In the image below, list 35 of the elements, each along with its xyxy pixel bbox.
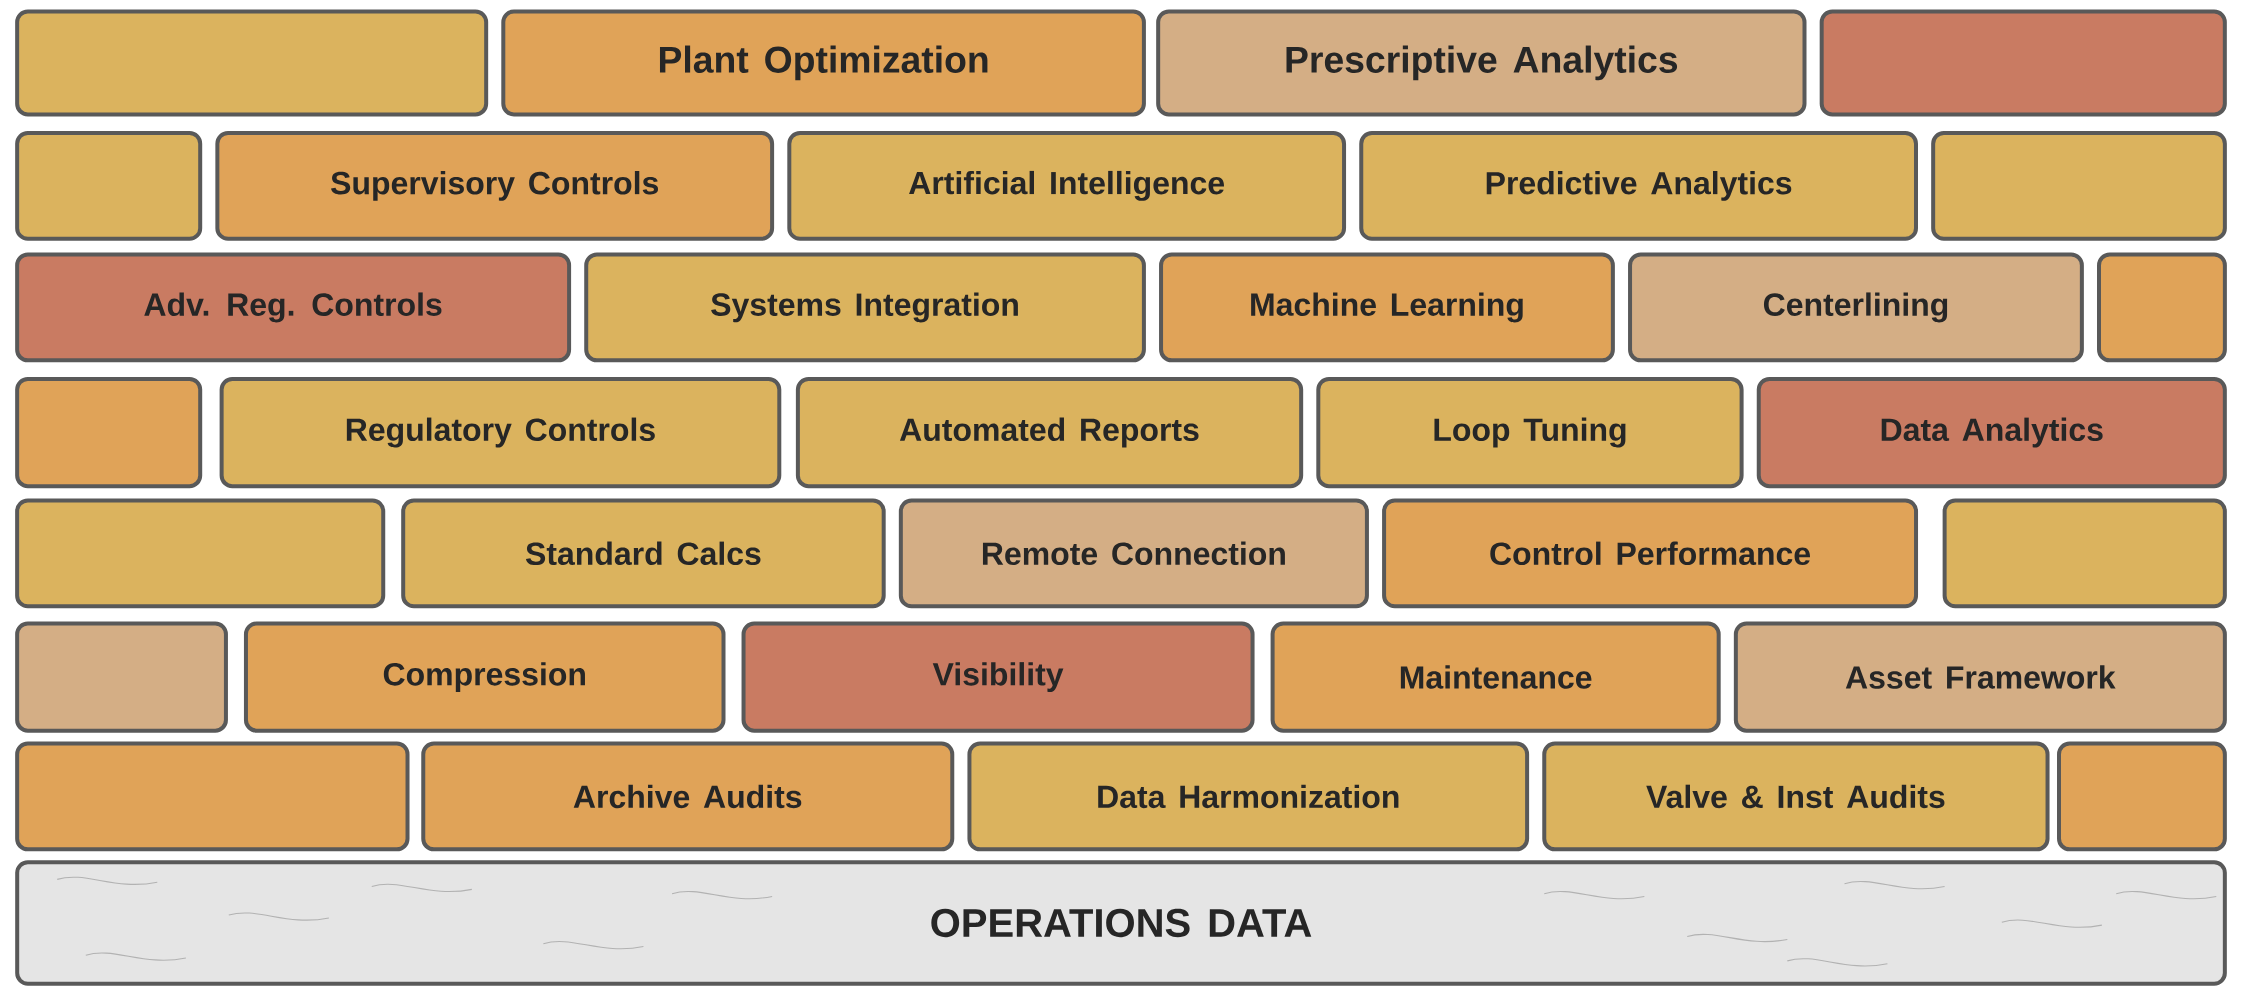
brick: Prescriptive Analytics	[1156, 9, 1807, 117]
brick: Predictive Analytics	[1359, 131, 1918, 241]
brick	[15, 621, 228, 733]
brick: Maintenance	[1270, 621, 1721, 733]
foundation-slab: OPERATIONS DATA	[15, 860, 2227, 986]
brick	[15, 377, 203, 489]
brick: Visibility	[741, 621, 1255, 733]
brick: Control Performance	[1382, 498, 1919, 609]
brick: Asset Framework	[1733, 621, 2227, 733]
brick	[1819, 9, 2227, 117]
brick	[2097, 252, 2227, 363]
brick: Compression	[243, 621, 726, 733]
brick: Regulatory Controls	[219, 377, 782, 489]
brick: Remote Connection	[898, 498, 1369, 609]
brick: Adv. Reg. Controls	[15, 252, 572, 363]
brick: Machine Learning	[1159, 252, 1615, 363]
brick: Data Harmonization	[967, 741, 1530, 852]
brick: Standard Calcs	[401, 498, 886, 609]
brick: Archive Audits	[421, 741, 955, 852]
brick: Artificial Intelligence	[787, 131, 1347, 241]
brick: Centerlining	[1628, 252, 2084, 363]
brick: Supervisory Controls	[215, 131, 775, 241]
brick: Automated Reports	[795, 377, 1304, 489]
brick: Valve & Inst Audits	[1542, 741, 2050, 852]
brick	[15, 9, 489, 117]
brick	[1942, 498, 2227, 609]
brick	[15, 498, 386, 609]
brick: Plant Optimization	[501, 9, 1146, 117]
brick: Data Analytics	[1756, 377, 2227, 489]
brick: Loop Tuning	[1316, 377, 1744, 489]
brick	[2057, 741, 2227, 852]
brick: Systems Integration	[584, 252, 1146, 363]
brick	[15, 741, 410, 852]
brick	[1931, 131, 2227, 241]
brick	[15, 131, 203, 241]
